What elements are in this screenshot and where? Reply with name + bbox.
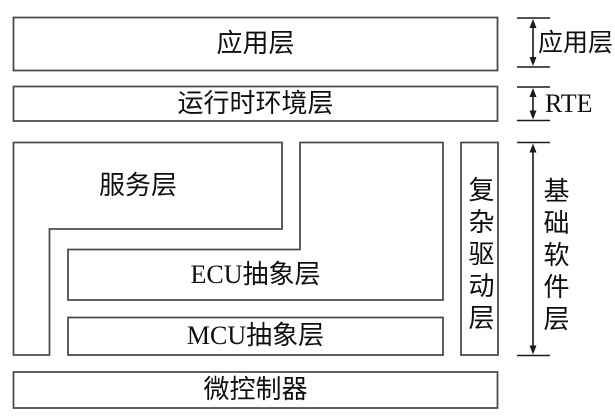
services-layer-label: 服务层	[98, 171, 177, 200]
application-layer-label: 应用层	[216, 28, 295, 58]
microcontroller-label: 微控制器	[203, 375, 308, 404]
rte-layer-label: 运行时环境层	[177, 88, 334, 118]
rte-bracket-label: RTE	[545, 89, 593, 118]
complex-drivers-box	[460, 141, 499, 356]
services-layer-shape	[12, 141, 283, 356]
complex-drivers-label: 复杂驱动层	[465, 176, 494, 336]
ecu-abstraction-label: ECU抽象层	[190, 260, 321, 289]
mcu-abstraction-box	[67, 316, 444, 356]
ecu-abstraction-shape	[67, 141, 444, 301]
mcu-abstraction-label: MCU抽象层	[186, 321, 325, 350]
rte-layer-box	[12, 85, 499, 122]
microcontroller-box	[12, 371, 499, 409]
application-layer-box	[12, 16, 499, 72]
rte-bracket-arrow	[517, 86, 550, 122]
basic-software-bracket-label: 基础软件层	[540, 177, 569, 337]
basic-software-bracket-arrow	[517, 141, 550, 357]
application-bracket-label: 应用层	[538, 30, 614, 57]
application-bracket-arrow	[517, 17, 550, 68]
